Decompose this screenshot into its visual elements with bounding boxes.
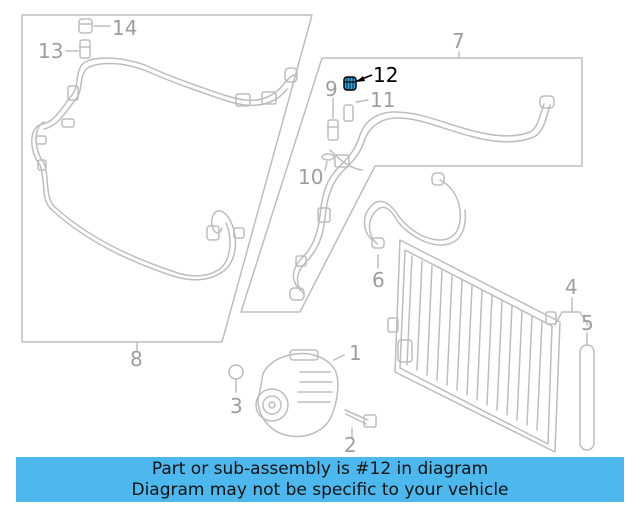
callout-5: 5 [581,311,594,335]
callout-2: 2 [344,433,357,457]
info-banner: Part or sub-assembly is #12 in diagram D… [16,457,624,502]
cap-3 [228,364,244,393]
callout-9: 9 [325,77,338,101]
hose-6 [363,172,467,249]
banner-line-2: Diagram may not be specific to your vehi… [131,480,509,500]
callout-6: 6 [372,268,385,292]
callout-4: 4 [565,275,578,299]
callout-13: 13 [38,39,63,63]
callout-8: 8 [130,347,143,371]
condenser-4 [387,239,561,453]
valve-9 [327,119,339,141]
hose-7 [289,95,555,301]
bolt-2 [344,409,377,439]
valve-core-13 [79,39,91,59]
o-ring-10 [321,153,335,161]
callout-7: 7 [452,29,465,53]
banner-line-1: Part or sub-assembly is #12 in diagram [151,459,489,479]
hose-8 [31,57,298,281]
cap-14 [78,18,93,34]
assembly-box-8 [21,14,313,343]
callout-12: 12 [373,63,398,87]
cap-12-highlighted [343,74,373,91]
drier-5 [579,332,595,451]
callout-1: 1 [349,341,362,365]
valve-core-11 [343,104,354,122]
callout-3: 3 [230,394,243,418]
assembly-box-7 [240,57,583,313]
compressor-1 [255,349,345,438]
callout-11: 11 [370,88,395,112]
callout-10: 10 [298,165,323,189]
callout-14: 14 [112,16,137,40]
